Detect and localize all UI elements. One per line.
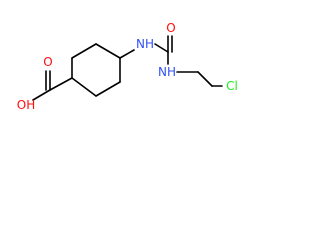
carboxylic-acid-group bbox=[32, 70, 73, 101]
ring-bond bbox=[95, 81, 121, 97]
chain-amine-label: NH bbox=[158, 65, 176, 79]
hydroxyl-bond bbox=[32, 89, 51, 101]
molecule-structure: O OH NH O NH Cl bbox=[17, 21, 238, 112]
acid-oxygen-label: O bbox=[43, 55, 52, 69]
ring-amine-label: NH bbox=[136, 37, 154, 51]
ring-to-carboxyl-bond bbox=[49, 77, 73, 91]
ring-to-nitrogen-bond bbox=[119, 49, 135, 59]
nitrogen-to-carbonyl-bond bbox=[154, 43, 169, 53]
urea-linker bbox=[119, 35, 173, 65]
urea-oxygen-label: O bbox=[166, 21, 175, 35]
acid-hydroxyl-label: OH bbox=[17, 98, 35, 112]
cyclohexane-ring bbox=[71, 43, 121, 97]
chloroethyl-chain bbox=[176, 71, 223, 87]
ethyl-bond bbox=[197, 71, 213, 87]
ring-bond bbox=[71, 43, 97, 59]
chlorine-label: Cl bbox=[226, 79, 238, 93]
ring-bond bbox=[95, 43, 121, 59]
ring-bond bbox=[71, 77, 97, 97]
